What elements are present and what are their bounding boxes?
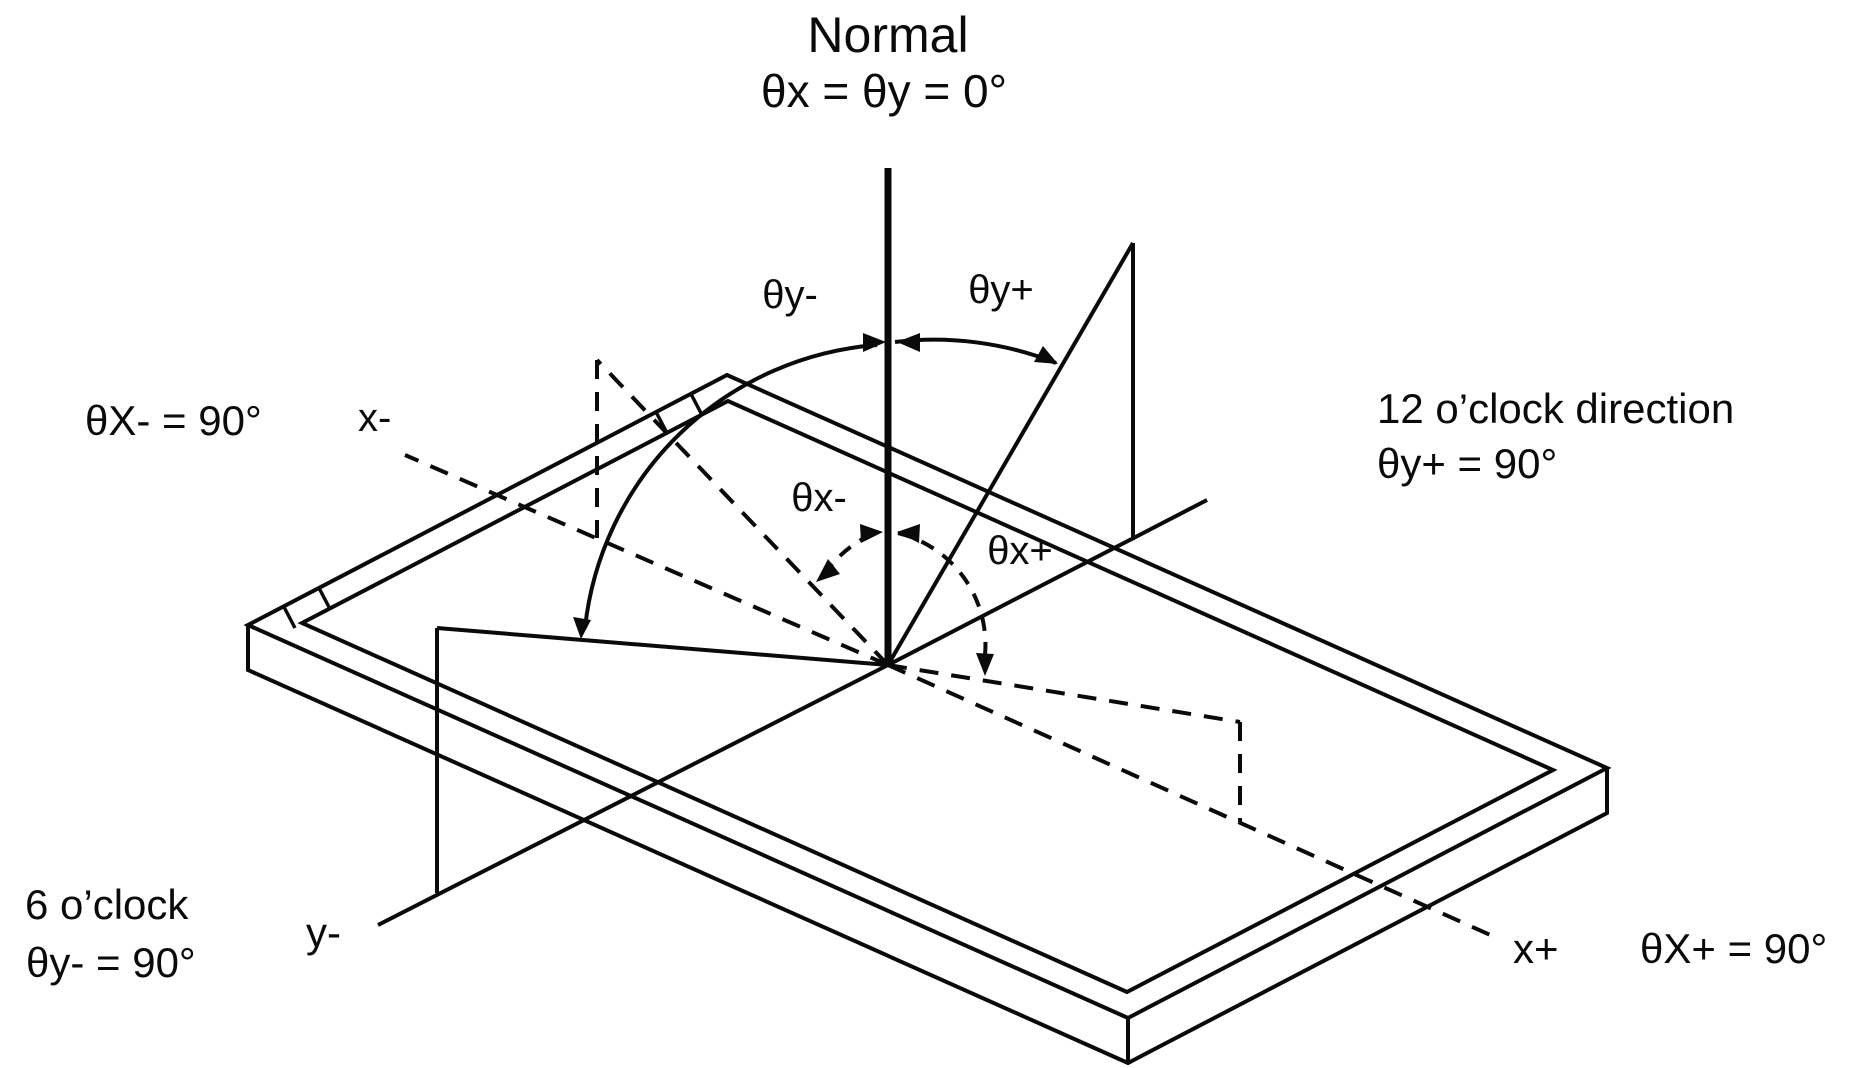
six-oclock-triangle — [377, 626, 889, 927]
y-plus-inplane-line — [887, 498, 1208, 667]
twelve-oclock-direction-label: 12 o’clock direction — [1377, 385, 1734, 432]
x-plus-dashed-construction — [887, 663, 1498, 940]
y-plus-viewing-line — [886, 241, 1135, 667]
panel-thickness-edges — [246, 625, 1609, 1066]
x-plus-viewing-line — [887, 663, 1241, 724]
x-plus-axis-label: x+ — [1513, 925, 1559, 972]
x-minus-viewing-line — [595, 358, 890, 667]
x-minus-axis-label: x- — [358, 396, 391, 440]
six-oclock-angle-label: θy- = 90° — [26, 939, 196, 986]
twelve-oclock-angle-label: θy+ = 90° — [1377, 440, 1557, 487]
lcd-panel — [243, 372, 1612, 1066]
theta-y-plus-arrow-at-viewing-line — [1034, 346, 1058, 364]
theta-y-minus-arrow-at-normal — [863, 333, 886, 352]
theta-y-minus-arc-label: θy- — [762, 273, 818, 317]
theta-y-minus-arrow-at-y-line — [573, 617, 591, 639]
theta-x-plus-arc — [897, 531, 988, 656]
theta-x-plus-arrow-at-normal — [897, 524, 920, 543]
x-minus-dashed-construction — [404, 358, 890, 667]
theta-y-plus-arc-label: θy+ — [968, 268, 1034, 312]
x-minus-axis-line — [404, 453, 889, 667]
diagram-labels: Normal θx = θy = 0° θy- θy+ 12 o’clock d… — [25, 7, 1827, 986]
normal-angle-equation-label: θx = θy = 0° — [761, 65, 1007, 117]
theta-x-plus-arrow-at-viewing-line — [976, 653, 994, 676]
theta-x-plus-angle-label: θX+ = 90° — [1640, 925, 1827, 972]
y-minus-top-line — [436, 626, 889, 667]
panel-corner-marks — [282, 393, 704, 629]
x-plus-axis-line — [887, 663, 1498, 940]
y-minus-axis-label: y- — [306, 909, 341, 956]
twelve-oclock-triangle — [886, 241, 1208, 667]
y-minus-axis-line — [377, 663, 889, 927]
theta-x-minus-angle-label: θX- = 90° — [85, 397, 262, 444]
six-oclock-direction-label: 6 o’clock — [25, 881, 189, 928]
normal-label: Normal — [807, 7, 968, 63]
theta-x-plus-arc-label: θx+ — [987, 529, 1053, 573]
theta-x-minus-arrow-at-normal — [860, 524, 883, 543]
theta-x-minus-arrow-at-viewing-line — [816, 559, 840, 582]
theta-x-minus-arc-label: θx- — [791, 476, 847, 520]
theta-y-minus-arc — [583, 343, 878, 629]
arrowheads — [573, 333, 1058, 676]
panel-inner-bezel — [297, 398, 1558, 995]
theta-y-plus-arrow-at-normal — [897, 333, 920, 352]
